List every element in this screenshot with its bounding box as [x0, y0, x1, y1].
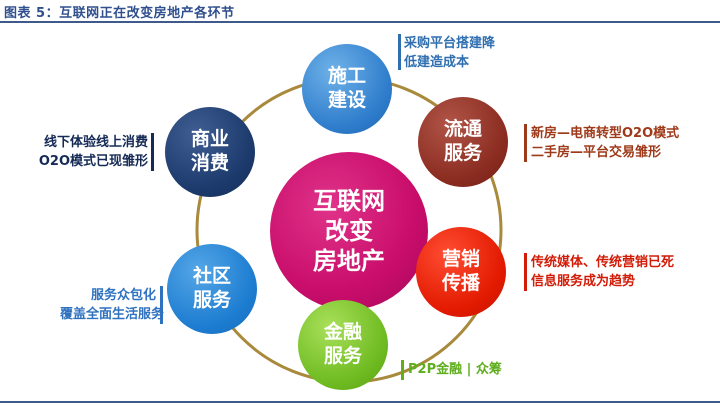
commerce-annotation-line-2: O2O模式已现雏形 — [38, 154, 148, 169]
finance-annotation-line-1: P2P金融 | 众筹 — [408, 362, 502, 377]
circulation-label-2: 服务 — [443, 142, 482, 164]
circulation-annotation: 新房—电商转型O2O模式 二手房—平台交易雏形 — [531, 124, 679, 162]
commerce-label-1: 商业 — [190, 128, 229, 151]
finance-annotation-bar — [401, 360, 404, 380]
finance-label-1: 金融 — [323, 321, 362, 344]
commerce-node: 商业 消费 — [165, 107, 255, 197]
top-rule — [0, 21, 720, 23]
community-annotation-line-1: 服务众包化 — [90, 288, 156, 303]
commerce-annotation-bar — [151, 133, 154, 171]
center-node: 互联网 改变 房地产 — [270, 152, 428, 310]
circulation-annotation-bar — [524, 124, 527, 162]
finance-annotation: P2P金融 | 众筹 — [408, 360, 502, 379]
community-annotation-line-2: 覆盖全面生活服务 — [60, 307, 165, 322]
marketing-label-2: 传播 — [441, 272, 480, 294]
construction-node: 施工 建设 — [302, 44, 392, 134]
community-annotation-bar — [160, 286, 163, 324]
circulation-annotation-line-1: 新房—电商转型O2O模式 — [531, 126, 680, 141]
marketing-annotation-line-1: 传统媒体、传统营销已死 — [531, 255, 675, 270]
center-line-3: 房地产 — [313, 247, 385, 275]
bottom-rule — [0, 401, 720, 403]
marketing-annotation-bar — [524, 253, 527, 291]
center-line-2: 改变 — [325, 217, 373, 245]
marketing-annotation-line-2: 信息服务成为趋势 — [531, 274, 636, 289]
commerce-annotation: 线下体验线上消费 O2O模式已现雏形 — [22, 133, 148, 171]
community-label-2: 服务 — [192, 289, 231, 311]
construction-annotation-line-2: 低建造成本 — [404, 55, 470, 70]
marketing-node: 营销 传播 — [416, 227, 506, 317]
center-line-1: 互联网 — [313, 187, 385, 215]
construction-annotation-bar — [398, 34, 401, 70]
marketing-annotation: 传统媒体、传统营销已死 信息服务成为趋势 — [531, 253, 674, 291]
figure-title: 图表 5：互联网正在改变房地产各环节 — [4, 6, 235, 21]
commerce-annotation-line-1: 线下体验线上消费 — [43, 135, 148, 150]
community-node: 社区 服务 — [167, 244, 257, 334]
construction-label-1: 施工 — [327, 65, 366, 88]
finance-label-2: 服务 — [323, 345, 362, 367]
construction-annotation: 采购平台搭建降 低建造成本 — [404, 34, 495, 72]
circulation-node: 流通 服务 — [418, 97, 508, 187]
circulation-label-1: 流通 — [443, 118, 482, 141]
community-annotation: 服务众包化 覆盖全面生活服务 — [60, 286, 165, 324]
marketing-label-1: 营销 — [441, 248, 480, 271]
construction-label-2: 建设 — [327, 89, 366, 111]
community-label-1: 社区 — [192, 265, 231, 288]
circulation-annotation-line-2: 二手房—平台交易雏形 — [531, 145, 662, 160]
construction-annotation-line-1: 采购平台搭建降 — [404, 36, 496, 51]
commerce-label-2: 消费 — [190, 152, 229, 174]
finance-node: 金融 服务 — [298, 300, 388, 390]
